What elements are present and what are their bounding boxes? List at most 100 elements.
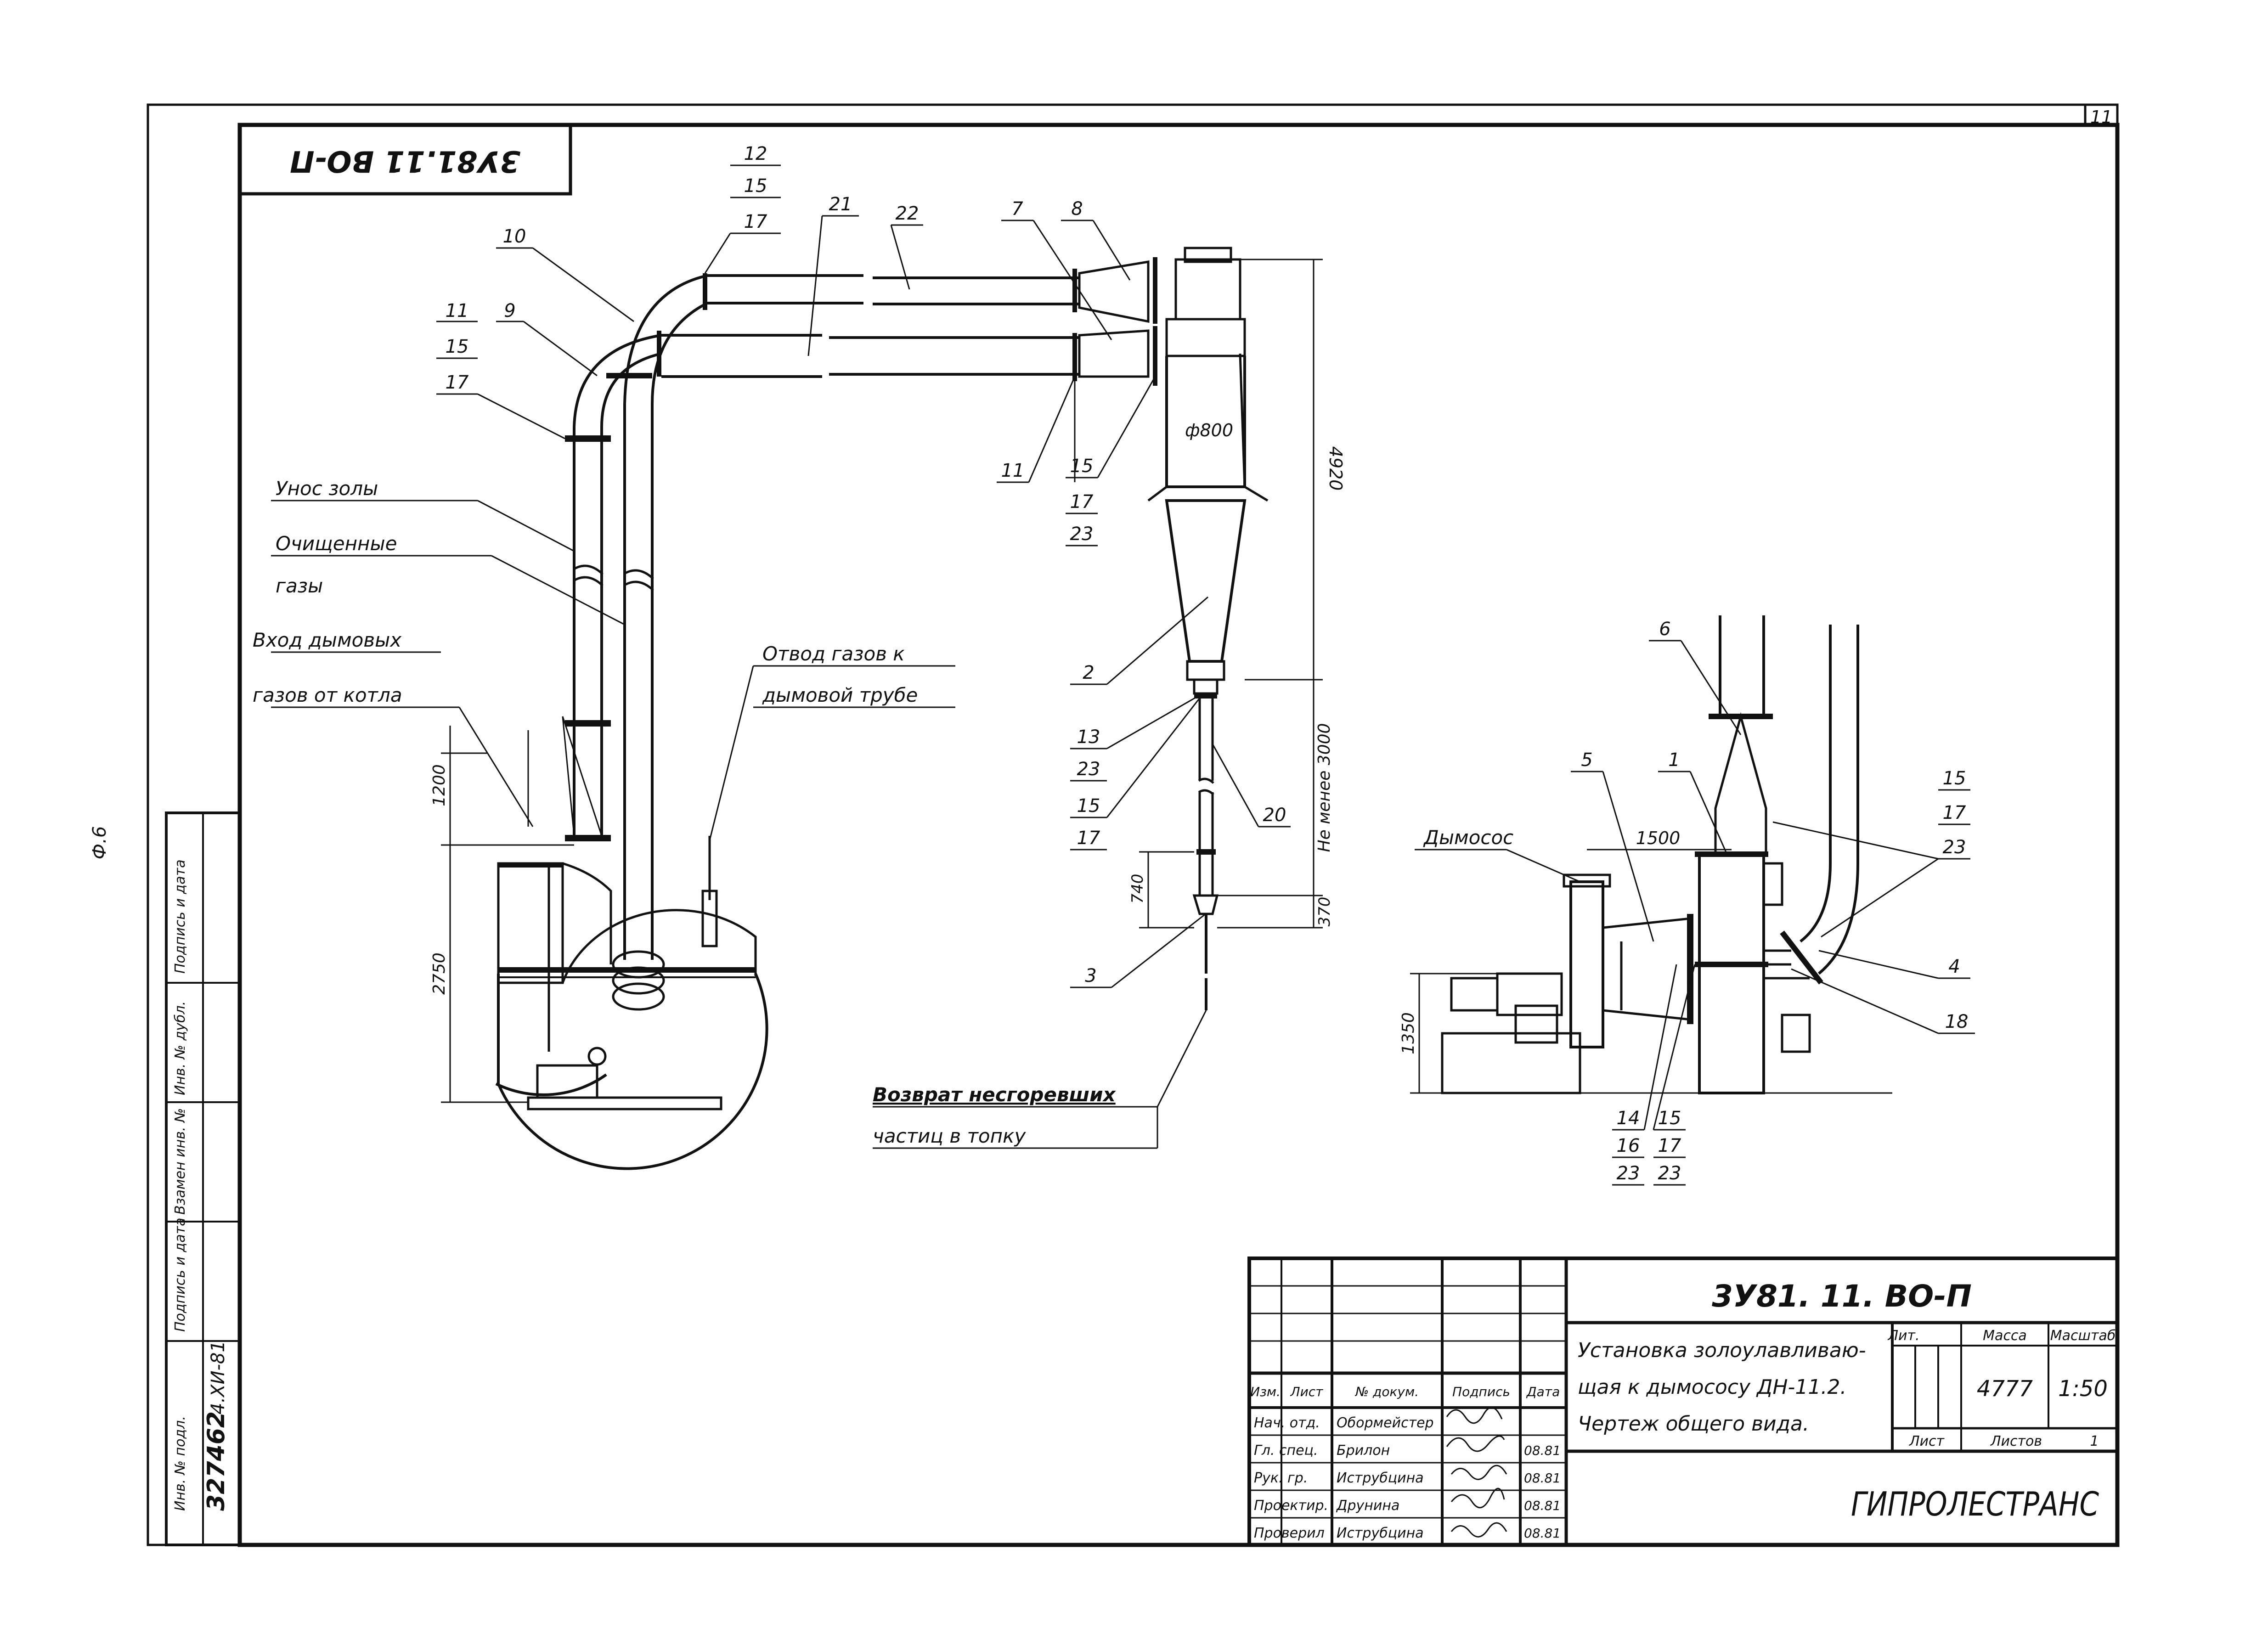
callout-7: 7 bbox=[1011, 198, 1023, 220]
col-date: Дата bbox=[1526, 1384, 1560, 1399]
label-return-1: Возврат несгоревших bbox=[873, 1083, 1117, 1106]
col-sheet: Лист bbox=[1290, 1384, 1324, 1399]
signatures bbox=[1446, 1407, 1507, 1538]
date-1: 08.81 bbox=[1524, 1443, 1561, 1458]
lit-label: Лит. bbox=[1887, 1328, 1919, 1344]
callout-1: 1 bbox=[1668, 749, 1680, 771]
dim-1500: 1500 bbox=[1636, 828, 1681, 848]
callout-2: 2 bbox=[1083, 662, 1094, 683]
date-2: 08.81 bbox=[1524, 1471, 1561, 1486]
callout-17-right: 17 bbox=[1943, 802, 1966, 823]
role-2: Рук. гр. bbox=[1254, 1470, 1308, 1486]
col-sign: Подпись bbox=[1452, 1384, 1510, 1399]
callout-23-right: 23 bbox=[1943, 837, 1966, 858]
organization: ГИПРОЛЕСТРАНС bbox=[1851, 1485, 2099, 1523]
callout-numbers: 11 15 17 9 10 12 15 17 21 22 7 8 11 15 1… bbox=[446, 143, 1969, 1184]
label-fan: Дымосос bbox=[1423, 826, 1513, 849]
label-cleaned-gases-2: газы bbox=[276, 575, 323, 597]
right-view bbox=[1410, 615, 1892, 1094]
callout-20: 20 bbox=[1263, 805, 1286, 826]
callout-17-bottom: 17 bbox=[1658, 1135, 1681, 1156]
side-stamp bbox=[165, 811, 241, 1546]
sheet-label: Лист bbox=[1909, 1433, 1945, 1449]
doc-code: 3У81. 11. ВО-П bbox=[1712, 1279, 1972, 1314]
callout-11-left: 11 bbox=[446, 300, 469, 321]
scale-label: Масштаб bbox=[2050, 1328, 2116, 1344]
role-1: Гл. спец. bbox=[1254, 1442, 1318, 1459]
callout-15-cyclone: 15 bbox=[1070, 456, 1094, 477]
dim-3000: Не менее 3000 bbox=[1315, 723, 1334, 852]
callout-5: 5 bbox=[1581, 749, 1592, 771]
sheets-label: Листов bbox=[1990, 1433, 2042, 1449]
label-cleaned-gases-1: Очищенные bbox=[276, 532, 397, 555]
cyclone bbox=[1147, 247, 1269, 1010]
callout-3: 3 bbox=[1085, 965, 1096, 986]
title-line-2: щая к дымососу ДН-11.2. bbox=[1578, 1375, 1846, 1399]
callout-11-cyclone: 11 bbox=[1001, 460, 1025, 481]
dim-2750: 2750 bbox=[430, 952, 449, 995]
callout-15-left: 15 bbox=[446, 336, 469, 357]
callout-6: 6 bbox=[1659, 619, 1670, 640]
left-view bbox=[441, 257, 1157, 1170]
callout-23-b15: 23 bbox=[1658, 1163, 1681, 1184]
scale-value: 1:50 bbox=[2058, 1376, 2108, 1402]
callout-15-bottom: 15 bbox=[1658, 1108, 1681, 1129]
label-gas-outlet-1: Отвод газов к bbox=[762, 642, 905, 665]
callout-14: 14 bbox=[1617, 1108, 1640, 1129]
stamp-field-inv: Инв. № подл. bbox=[172, 1416, 188, 1511]
name-3: Друнина bbox=[1336, 1498, 1399, 1514]
date-4: 08.81 bbox=[1524, 1526, 1561, 1541]
role-3: Проектир. bbox=[1254, 1498, 1328, 1514]
col-change: Изм. bbox=[1250, 1384, 1281, 1399]
callout-10: 10 bbox=[503, 226, 526, 247]
col-doc: № докум. bbox=[1354, 1384, 1419, 1399]
label-gas-outlet-2: дымовой трубе bbox=[762, 684, 918, 706]
dim-1200: 1200 bbox=[430, 764, 449, 806]
stamp-inv-number: 327462 bbox=[203, 1411, 230, 1511]
callout-leaders bbox=[436, 164, 1975, 1186]
label-flue-inlet-1: Вход дымовых bbox=[253, 629, 402, 651]
dim-370: 370 bbox=[1315, 897, 1334, 927]
page-mark: Ф.6 bbox=[89, 826, 110, 860]
sheets-count: 1 bbox=[2090, 1433, 2099, 1449]
callout-13: 13 bbox=[1077, 727, 1100, 748]
callout-15-drop: 15 bbox=[1077, 795, 1100, 817]
cyclone-dimensions bbox=[1139, 259, 1323, 929]
role-0: Нач. отд. bbox=[1254, 1415, 1320, 1431]
stamp-field-replace: Взамен инв. № bbox=[172, 1108, 188, 1215]
dim-4920: 4920 bbox=[1326, 446, 1346, 491]
date-3: 08.81 bbox=[1524, 1498, 1561, 1513]
diameter-label: ф800 bbox=[1185, 420, 1233, 440]
stamp-field-dup: Инв. № дубл. bbox=[172, 1001, 188, 1095]
dim-1350: 1350 bbox=[1399, 1012, 1418, 1054]
callout-15-right: 15 bbox=[1943, 768, 1966, 789]
dim-740: 740 bbox=[1128, 874, 1147, 904]
callout-12: 12 bbox=[744, 143, 767, 164]
name-2: Иструбцина bbox=[1337, 1470, 1424, 1486]
title-line-3: Чертеж общего вида. bbox=[1578, 1412, 1809, 1436]
label-return-2: частиц в топку bbox=[873, 1125, 1026, 1147]
sheet-frame bbox=[147, 103, 2120, 1547]
callout-17-cyclone: 17 bbox=[1070, 491, 1094, 513]
label-flue-inlet-2: газов от котла bbox=[253, 684, 402, 706]
role-4: Проверил bbox=[1254, 1525, 1325, 1541]
callout-17-left: 17 bbox=[446, 372, 469, 393]
title-line-1: Установка золоулавливаю- bbox=[1578, 1339, 1866, 1362]
callout-15-top: 15 bbox=[744, 175, 767, 197]
name-4: Иструбцина bbox=[1337, 1525, 1424, 1541]
sheet-number: 11 bbox=[2090, 107, 2112, 127]
callout-21: 21 bbox=[829, 194, 852, 215]
callout-23-13: 23 bbox=[1077, 759, 1100, 780]
stamp-inv-date: 4.ХИ-81 bbox=[208, 1341, 229, 1414]
top-code: 3У81.11 ВО-П bbox=[290, 144, 520, 178]
stamp-field-sign1: Подпись и дата bbox=[172, 1218, 188, 1332]
callout-17-drop: 17 bbox=[1077, 828, 1100, 849]
callout-16: 16 bbox=[1617, 1135, 1640, 1156]
callout-23-b14: 23 bbox=[1617, 1163, 1640, 1184]
stamp-field-sign2: Подпись и дата bbox=[172, 860, 188, 974]
callout-22: 22 bbox=[896, 203, 919, 224]
callout-17-top: 17 bbox=[744, 211, 767, 232]
callout-4: 4 bbox=[1948, 956, 1960, 977]
callout-9: 9 bbox=[504, 300, 515, 321]
